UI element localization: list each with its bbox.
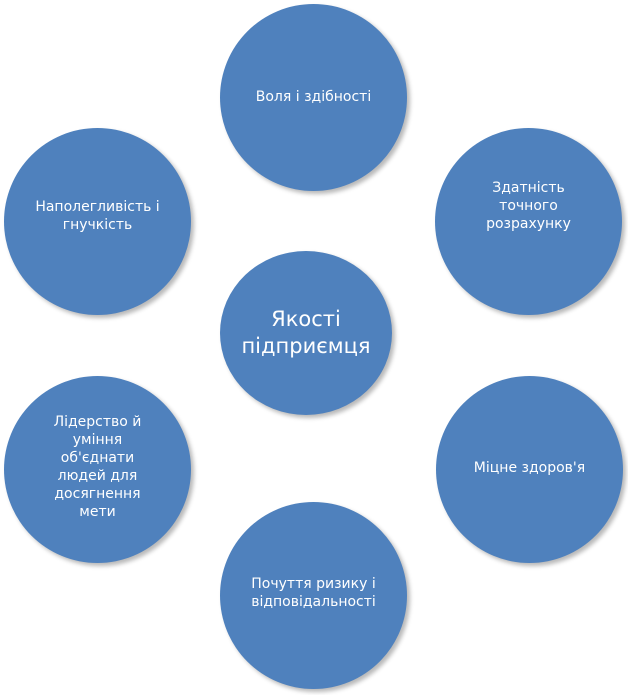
node-persistence-flexibility: Наполегливість і гнучкість bbox=[4, 128, 191, 315]
node-calculation-ability: Здатність точного розрахунку bbox=[435, 128, 622, 315]
node-label: Міцне здоров'я bbox=[473, 459, 586, 476]
node-leadership: Лідерство й уміння об'єднати людей для д… bbox=[4, 376, 191, 563]
node-risk-and-responsibility: Почуття ризику і відповідальності bbox=[220, 502, 407, 689]
node-label: Здатність точного розрахунку bbox=[486, 179, 571, 232]
node-label: Воля і здібності bbox=[255, 88, 372, 105]
center-circle: Якості підприємця bbox=[220, 251, 392, 415]
node-label: Почуття ризику і відповідальності bbox=[251, 575, 376, 610]
node-will-and-abilities: Воля і здібності bbox=[220, 4, 407, 191]
center-label: Якості підприємця bbox=[241, 307, 371, 358]
node-health: Міцне здоров'я bbox=[436, 376, 623, 563]
node-label: Лідерство й уміння об'єднати людей для д… bbox=[53, 413, 142, 520]
node-label: Наполегливість і гнучкість bbox=[35, 198, 160, 233]
